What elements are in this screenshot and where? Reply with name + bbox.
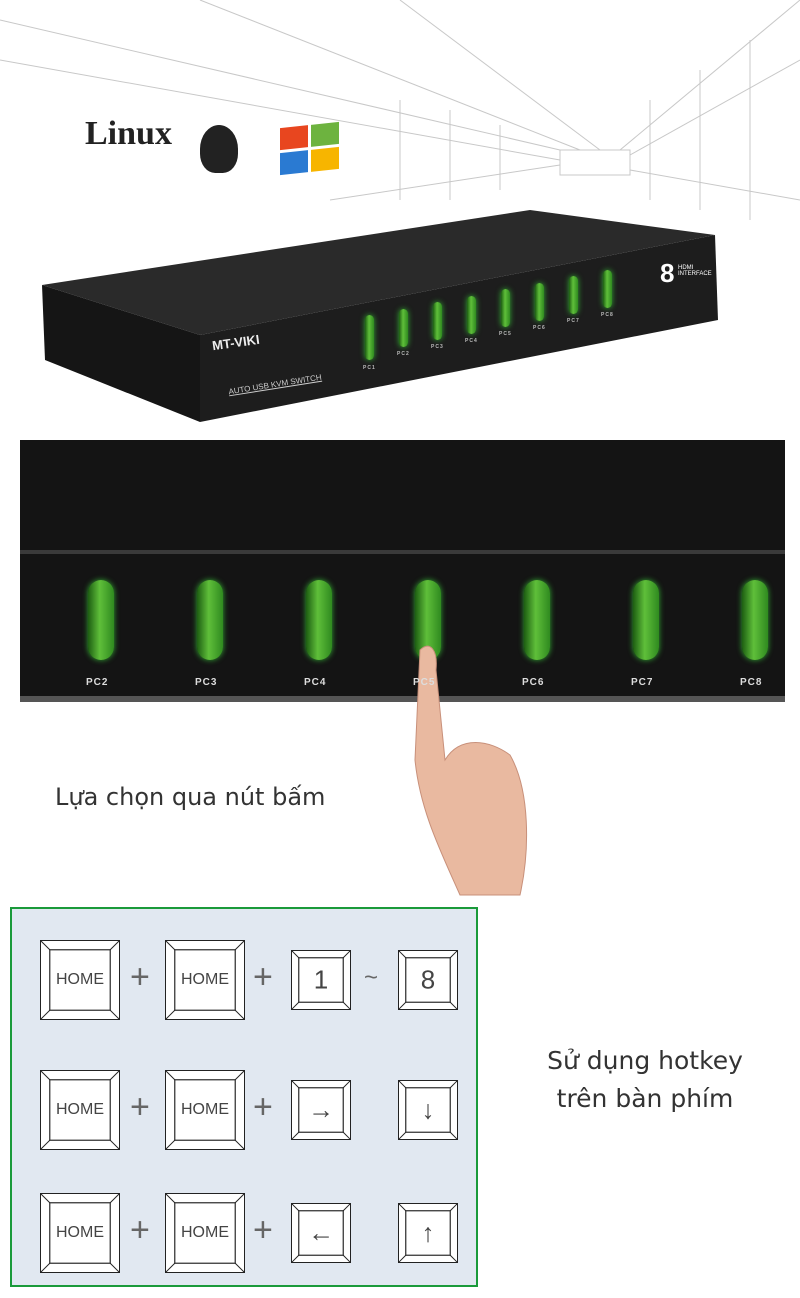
key-label: 1: [313, 964, 329, 995]
closeup-pc-button: [633, 580, 659, 660]
plus-sign: +: [253, 958, 273, 996]
key-label: HOME: [56, 1224, 104, 1241]
architecture-sketch: [0, 0, 800, 220]
plus-sign: +: [130, 1211, 150, 1249]
key-label: HOME: [56, 971, 104, 988]
key-label: →: [308, 1094, 334, 1125]
key-home: HOME: [40, 1193, 120, 1273]
device-pc-label: PC1: [363, 365, 376, 371]
key-label: HOME: [181, 1224, 229, 1241]
linux-logo: Linux: [85, 115, 172, 152]
key-bevel: [41, 1071, 119, 1149]
key-target: ↑: [398, 1203, 458, 1263]
key-target: ↓: [398, 1080, 458, 1140]
key-bevel: [399, 1204, 457, 1262]
key-bevel: [41, 1194, 119, 1272]
device-pc-label: PC8: [601, 311, 614, 318]
key-label: 8: [420, 964, 436, 995]
key-target: ←: [291, 1203, 351, 1263]
closeup-pc-label: PC2: [86, 677, 109, 688]
device-pc-button: [399, 308, 408, 347]
key-bevel: [166, 1071, 244, 1149]
plus-sign: +: [130, 1088, 150, 1126]
device-pc-label: PC3: [431, 344, 444, 350]
closeup-pc-button: [88, 580, 114, 660]
key-label: HOME: [181, 971, 229, 988]
plus-sign: +: [253, 1211, 273, 1249]
closeup-pc-button: [524, 580, 550, 660]
closeup-pc-label: PC4: [304, 677, 327, 688]
key-label: ↑: [421, 1217, 435, 1248]
closeup-pc-label: PC7: [631, 677, 654, 688]
device-pc-button: [433, 302, 442, 340]
key-target: →: [291, 1080, 351, 1140]
plus-sign: +: [130, 958, 150, 996]
key-home: HOME: [40, 940, 120, 1020]
plus-sign: +: [253, 1088, 273, 1126]
closeup-pc-button: [742, 580, 768, 660]
caption-hotkey-line1: Sử dụng hotkey: [547, 1046, 743, 1075]
badge-number: 8: [660, 258, 675, 288]
badge-text: HDMI INTERFACE: [678, 265, 712, 277]
key-target: 1: [291, 950, 351, 1010]
device-pc-button: [569, 276, 578, 314]
windows-logo-icon: [280, 121, 339, 176]
finger-hand-image: [414, 645, 528, 896]
key-home: HOME: [165, 940, 245, 1020]
device-pc-label: PC4: [465, 337, 478, 344]
device-pc-label: PC5: [499, 331, 512, 337]
kvm-device: [42, 210, 718, 422]
key-home: HOME: [165, 1193, 245, 1273]
key-label: HOME: [56, 1101, 104, 1118]
device-pc-label: PC6: [533, 324, 546, 331]
closeup-pc-label: PC5: [413, 677, 436, 688]
range-tilde: ~: [364, 964, 379, 991]
closeup-pc-label: PC6: [522, 677, 545, 688]
closeup-pc-button: [306, 580, 332, 660]
key-bevel: [292, 1081, 350, 1139]
key-bevel: [292, 1204, 350, 1262]
key-label: ←: [308, 1217, 334, 1248]
closeup-panel: [20, 440, 785, 702]
key-bevel: [292, 951, 350, 1009]
key-bevel: [166, 941, 244, 1019]
closeup-pc-label: PC3: [195, 677, 218, 688]
key-home: HOME: [165, 1070, 245, 1150]
device-pc-button: [535, 282, 544, 321]
device-pc-label: PC7: [567, 318, 580, 324]
closeup-pc-button: [197, 580, 223, 660]
device-pc-button: [365, 315, 374, 360]
key-target: 8: [398, 950, 458, 1010]
caption-button-select: Lựa chọn qua nút bấm: [55, 783, 326, 811]
key-label: ↓: [421, 1094, 435, 1125]
key-bevel: [399, 951, 457, 1009]
caption-hotkey-line2: trên bàn phím: [556, 1084, 734, 1113]
device-pc-button: [467, 295, 476, 334]
key-bevel: [166, 1194, 244, 1272]
device-pc-button: [501, 289, 510, 327]
closeup-pc-label: PC8: [740, 677, 763, 688]
key-bevel: [399, 1081, 457, 1139]
key-bevel: [41, 941, 119, 1019]
device-pc-label: PC2: [397, 350, 410, 357]
key-label: HOME: [181, 1101, 229, 1118]
tux-icon: [200, 125, 238, 173]
device-pc-button: [603, 269, 612, 308]
key-home: HOME: [40, 1070, 120, 1150]
